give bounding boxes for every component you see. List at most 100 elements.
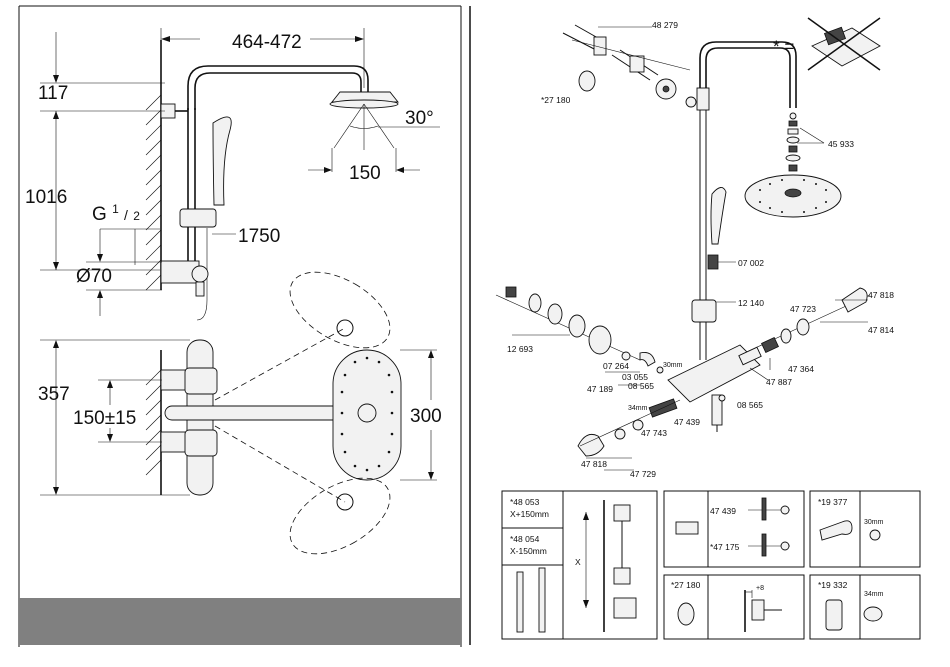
box2-hatch1	[762, 498, 766, 520]
part-12140: 12 140	[738, 298, 764, 308]
box4-part-27180: *27 180	[671, 580, 701, 590]
inlet-ring-l2	[548, 304, 562, 324]
arrow-150-right	[396, 167, 404, 173]
wall-hatch-lower	[146, 355, 161, 475]
box1-x-label: X	[575, 557, 581, 567]
arm-inner	[706, 48, 790, 110]
box1-thermo	[614, 598, 636, 618]
riser-clamp-knob	[686, 97, 696, 107]
inlet-nipple-l	[506, 287, 516, 297]
box5-tool	[826, 600, 842, 630]
arrow-arm-right	[355, 36, 364, 42]
wall-hatch-upper	[146, 95, 161, 290]
inlet-ring-l3	[569, 315, 585, 337]
thread-letter: G	[92, 204, 107, 225]
tube-long	[539, 568, 545, 632]
washer-07264	[622, 352, 630, 360]
nut-2	[789, 146, 797, 152]
arrow-dia-bottom	[97, 290, 103, 298]
elbow-03055	[640, 352, 655, 366]
swing-head-upper	[277, 257, 402, 364]
right-sheet: * = 48 279 *27 180	[496, 18, 920, 639]
dim-spray-angle: 30°	[405, 108, 434, 129]
arrow-150-15-top	[107, 380, 113, 388]
arrow-arm-left	[161, 36, 170, 42]
box4-offset: +8	[756, 585, 764, 592]
part-47723: 47 723	[790, 304, 816, 314]
ring-r1	[781, 329, 791, 343]
rosette-27180	[579, 71, 595, 91]
nut-3	[789, 165, 797, 171]
mount-block	[630, 56, 644, 72]
part-08565-b: 08 565	[737, 400, 763, 410]
dim-thread: G 1 / 2	[92, 197, 140, 225]
inlet-ring-l1	[529, 294, 541, 312]
spray-line-left	[334, 104, 364, 148]
hand-shower	[213, 117, 231, 205]
nut-1	[789, 121, 797, 126]
dim-arm-length: 464-472	[232, 32, 302, 53]
swing-head-lower	[277, 463, 402, 570]
box4-rosette	[678, 603, 694, 625]
ring-r2	[797, 319, 809, 335]
arrow-357-top	[53, 340, 59, 348]
part-48279: 48 279	[652, 20, 678, 30]
left-sheet: 464-472 117 30° 150 1016 G 1 / 2 1750 Ø7…	[19, 6, 461, 647]
riser-clamp	[697, 88, 709, 110]
tube-short	[517, 572, 523, 632]
swing-arm-lower	[215, 426, 345, 502]
dim-valve-height: 357	[38, 384, 70, 405]
box1-part-48053: *48 053	[510, 497, 540, 507]
box2-nipple	[676, 522, 698, 534]
nipple-r	[762, 338, 779, 353]
box1-bracket-top	[614, 505, 630, 521]
dim-inlet-spacing: 150±15	[73, 408, 136, 429]
box-47439-47175	[664, 491, 804, 567]
part-47818-right: 47 818	[868, 290, 894, 300]
hose-nut	[708, 255, 718, 269]
box1-x-arrow-bottom	[583, 600, 589, 608]
part-07264: 07 264	[603, 361, 629, 371]
dim-total-height: 1750	[238, 226, 280, 247]
not-included-symbol: * =	[773, 37, 794, 56]
wall-mount-exploded	[563, 25, 690, 99]
thread-numerator: 1	[112, 202, 119, 216]
part-47439: 47 439	[674, 417, 700, 427]
box5-part-19332: *19 332	[818, 580, 848, 590]
wrench-icon	[820, 521, 852, 540]
spray-line-right	[364, 104, 394, 148]
washer-1	[790, 113, 796, 119]
dim-pipe-diameter: Ø70	[76, 266, 112, 287]
box4-fitting	[752, 600, 764, 620]
box1-length-minus: X-150mm	[510, 546, 547, 556]
dim-head-length: 300	[410, 406, 442, 427]
box5-mm: 34mm	[864, 591, 884, 598]
arrow-357-bottom	[53, 487, 59, 495]
outlet-nut	[196, 282, 204, 296]
part-47887: 47 887	[766, 377, 792, 387]
slider	[180, 209, 216, 227]
part-47818-left: 47 818	[581, 459, 607, 469]
part-12693: 12 693	[507, 344, 533, 354]
not-included-icon	[808, 18, 880, 70]
arrow-1016-bottom	[53, 262, 59, 270]
part-45933: 45 933	[828, 139, 854, 149]
box2-screw1	[781, 506, 789, 514]
part-47189: 47 189	[587, 384, 613, 394]
mm-30-a: 30mm	[663, 362, 683, 369]
riser-exploded	[668, 42, 841, 432]
part-47364: 47 364	[788, 364, 814, 374]
box1-part-48054: *48 054	[510, 534, 540, 544]
head-center	[358, 404, 376, 422]
dim-rail-height: 1016	[25, 187, 67, 208]
arrow-150-15-bottom	[107, 434, 113, 442]
swing-center-upper	[337, 320, 353, 336]
part-27180-top: *27 180	[541, 95, 571, 105]
dim-top-height: 117	[38, 83, 68, 104]
ring-2	[788, 129, 798, 134]
leader-45933-b	[800, 128, 824, 143]
box2-hatch2	[762, 534, 766, 556]
mount-cover-hole	[663, 86, 669, 92]
box5-ring	[864, 607, 882, 621]
